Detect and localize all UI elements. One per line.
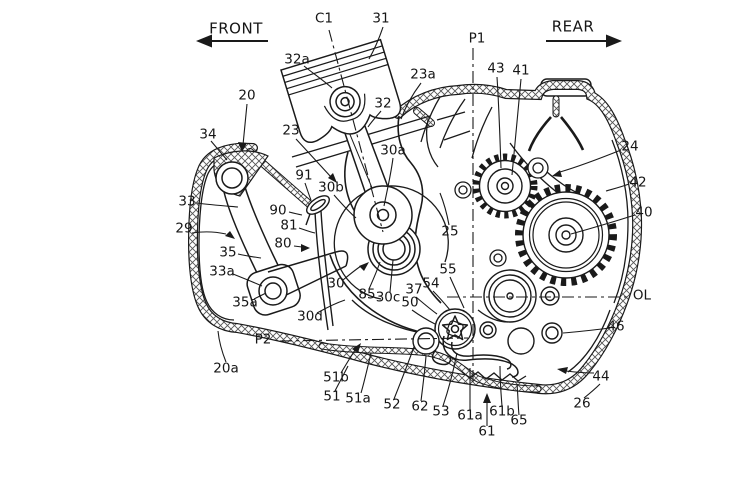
case-outlines: [193, 78, 637, 389]
rod-and-lever-detail: [305, 195, 334, 331]
ref-label-62: 62: [411, 398, 429, 415]
ref-label-81: 81: [280, 217, 298, 234]
ref-label-30d: 30d: [297, 308, 323, 325]
ref-label-51a: 51a: [345, 390, 371, 407]
ref-label-32a: 32a: [284, 51, 310, 68]
axis-c1: [328, 29, 384, 233]
ref-label-61: 61: [478, 423, 496, 440]
ref-label-91: 91: [295, 167, 313, 184]
ref-label-52: 52: [383, 396, 401, 413]
ref-label-35: 35: [219, 244, 237, 261]
ref-label-34: 34: [199, 126, 217, 143]
seal-62: [412, 327, 440, 355]
ref-label-25: 25: [441, 223, 459, 240]
primary-gears: [454, 153, 617, 286]
ref-label-65: 65: [510, 412, 528, 429]
ref-label-44: 44: [592, 368, 610, 385]
lever-90: [306, 195, 330, 215]
ref-label-20: 20: [238, 87, 256, 104]
bolt-46: [541, 322, 563, 344]
ref-label-31: 31: [372, 10, 390, 27]
rod-80: [314, 211, 329, 331]
ref-label-55: 55: [439, 261, 457, 278]
ref-label-37: 37: [405, 281, 423, 298]
ref-label-33: 33: [178, 193, 196, 210]
axis-label-p1: P1: [468, 30, 486, 47]
ref-label-26: 26: [573, 395, 591, 412]
ref-label-30: 30: [327, 275, 345, 292]
gear-41-teeth: [472, 153, 538, 219]
ref-label-40: 40: [635, 204, 653, 221]
gear-42-teeth: [515, 184, 617, 286]
ref-label-41: 41: [512, 62, 530, 79]
ref-label-30b: 30b: [318, 179, 344, 196]
leader-lines: [191, 26, 636, 426]
seals-and-bolts: [412, 286, 563, 355]
front-arrow: [196, 34, 212, 48]
gear-40-hub: [548, 217, 584, 253]
axis-lines: [279, 29, 630, 386]
front-label: FRONT: [209, 19, 263, 38]
axis-label-c1: C1: [314, 10, 334, 27]
ref-label-32: 32: [374, 95, 392, 112]
ref-label-23: 23: [282, 122, 300, 139]
ref-label-30a: 30a: [380, 142, 406, 159]
ref-label-35a: 35a: [232, 294, 258, 311]
ref-label-61b: 61b: [489, 403, 515, 420]
piston: [280, 38, 402, 144]
oil-pump: [434, 308, 476, 350]
rear-arrow: [606, 34, 622, 48]
ref-label-51b: 51b: [323, 369, 349, 386]
ref-label-90: 90: [269, 202, 287, 219]
ref-label-51: 51: [323, 388, 341, 405]
leader-arrowheads: [225, 142, 568, 403]
rear-label: REAR: [551, 17, 595, 36]
piston-rings: [282, 45, 389, 96]
ref-label-80: 80: [274, 235, 292, 252]
ref-label-20a: 20a: [213, 360, 239, 377]
ref-label-43: 43: [487, 60, 505, 77]
ref-label-53: 53: [432, 403, 450, 420]
ref-label-54: 54: [422, 275, 440, 292]
axis-label-ol: OL: [632, 287, 652, 304]
axis-p2: [279, 337, 469, 342]
ref-label-24: 24: [621, 138, 639, 155]
ref-label-85: 85: [358, 286, 376, 303]
axis-label-p2: P2: [254, 331, 272, 348]
ref-label-30c: 30c: [375, 289, 401, 306]
direction-arrows: [196, 34, 622, 48]
ref-label-23a: 23a: [410, 66, 436, 83]
ref-label-33a: 33a: [209, 263, 235, 280]
ref-label-61a: 61a: [457, 407, 483, 424]
lever-61: [442, 335, 519, 378]
kick-arm: [213, 150, 349, 316]
ref-label-50: 50: [401, 294, 419, 311]
ref-label-29: 29: [175, 220, 193, 237]
ref-label-46: 46: [607, 318, 625, 335]
clutch-rings: [483, 269, 537, 323]
ref-label-42: 42: [629, 174, 647, 191]
